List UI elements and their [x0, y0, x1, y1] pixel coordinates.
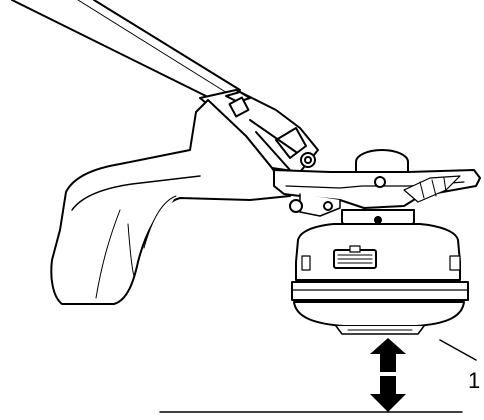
trimmer-head [291, 223, 469, 335]
trimmer-shaft [11, 0, 241, 103]
gear-housing [273, 149, 481, 217]
shaft-coupler [199, 89, 319, 173]
callout-leader-line [439, 339, 477, 361]
callout-number: 1 [468, 368, 481, 393]
height-arrow [370, 338, 406, 412]
debris-shield [50, 99, 291, 305]
